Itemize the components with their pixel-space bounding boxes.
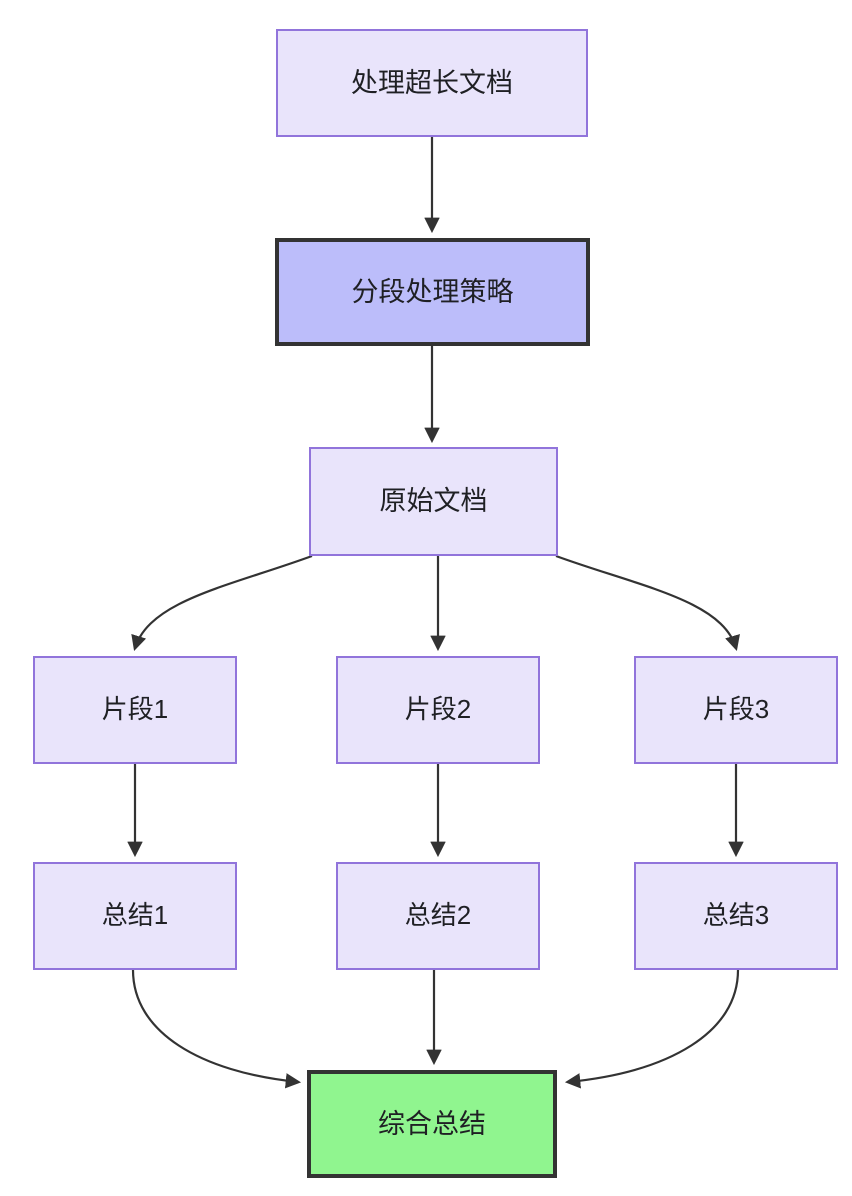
edge-n9-n10 [564,969,740,1089]
node-label: 片段3 [702,694,770,725]
node-label: 片段2 [404,694,472,725]
node-label: 总结3 [702,900,770,931]
node-fragment-2[interactable]: 片段2 [336,656,540,764]
node-label: 总结2 [404,900,472,931]
node-original-document[interactable]: 原始文档 [309,447,558,556]
node-label: 分段处理策略 [351,276,514,307]
node-comprehensive-summary[interactable]: 综合总结 [307,1070,557,1178]
node-fragment-1[interactable]: 片段1 [33,656,237,764]
edge-n3-n6 [555,554,740,651]
node-label: 总结1 [101,900,169,931]
node-summary-3[interactable]: 总结3 [634,862,838,970]
node-label: 原始文档 [379,486,488,517]
node-summary-2[interactable]: 总结2 [336,862,540,970]
node-summary-1[interactable]: 总结1 [33,862,237,970]
node-label: 片段1 [101,694,169,725]
node-fragment-3[interactable]: 片段3 [634,656,838,764]
edge-n7-n10 [131,969,302,1089]
node-chunking-strategy[interactable]: 分段处理策略 [275,238,590,346]
node-label: 处理超长文档 [351,67,513,98]
node-label: 综合总结 [378,1108,486,1139]
node-process-long-document[interactable]: 处理超长文档 [276,29,588,137]
edge-n3-n4 [131,554,313,651]
